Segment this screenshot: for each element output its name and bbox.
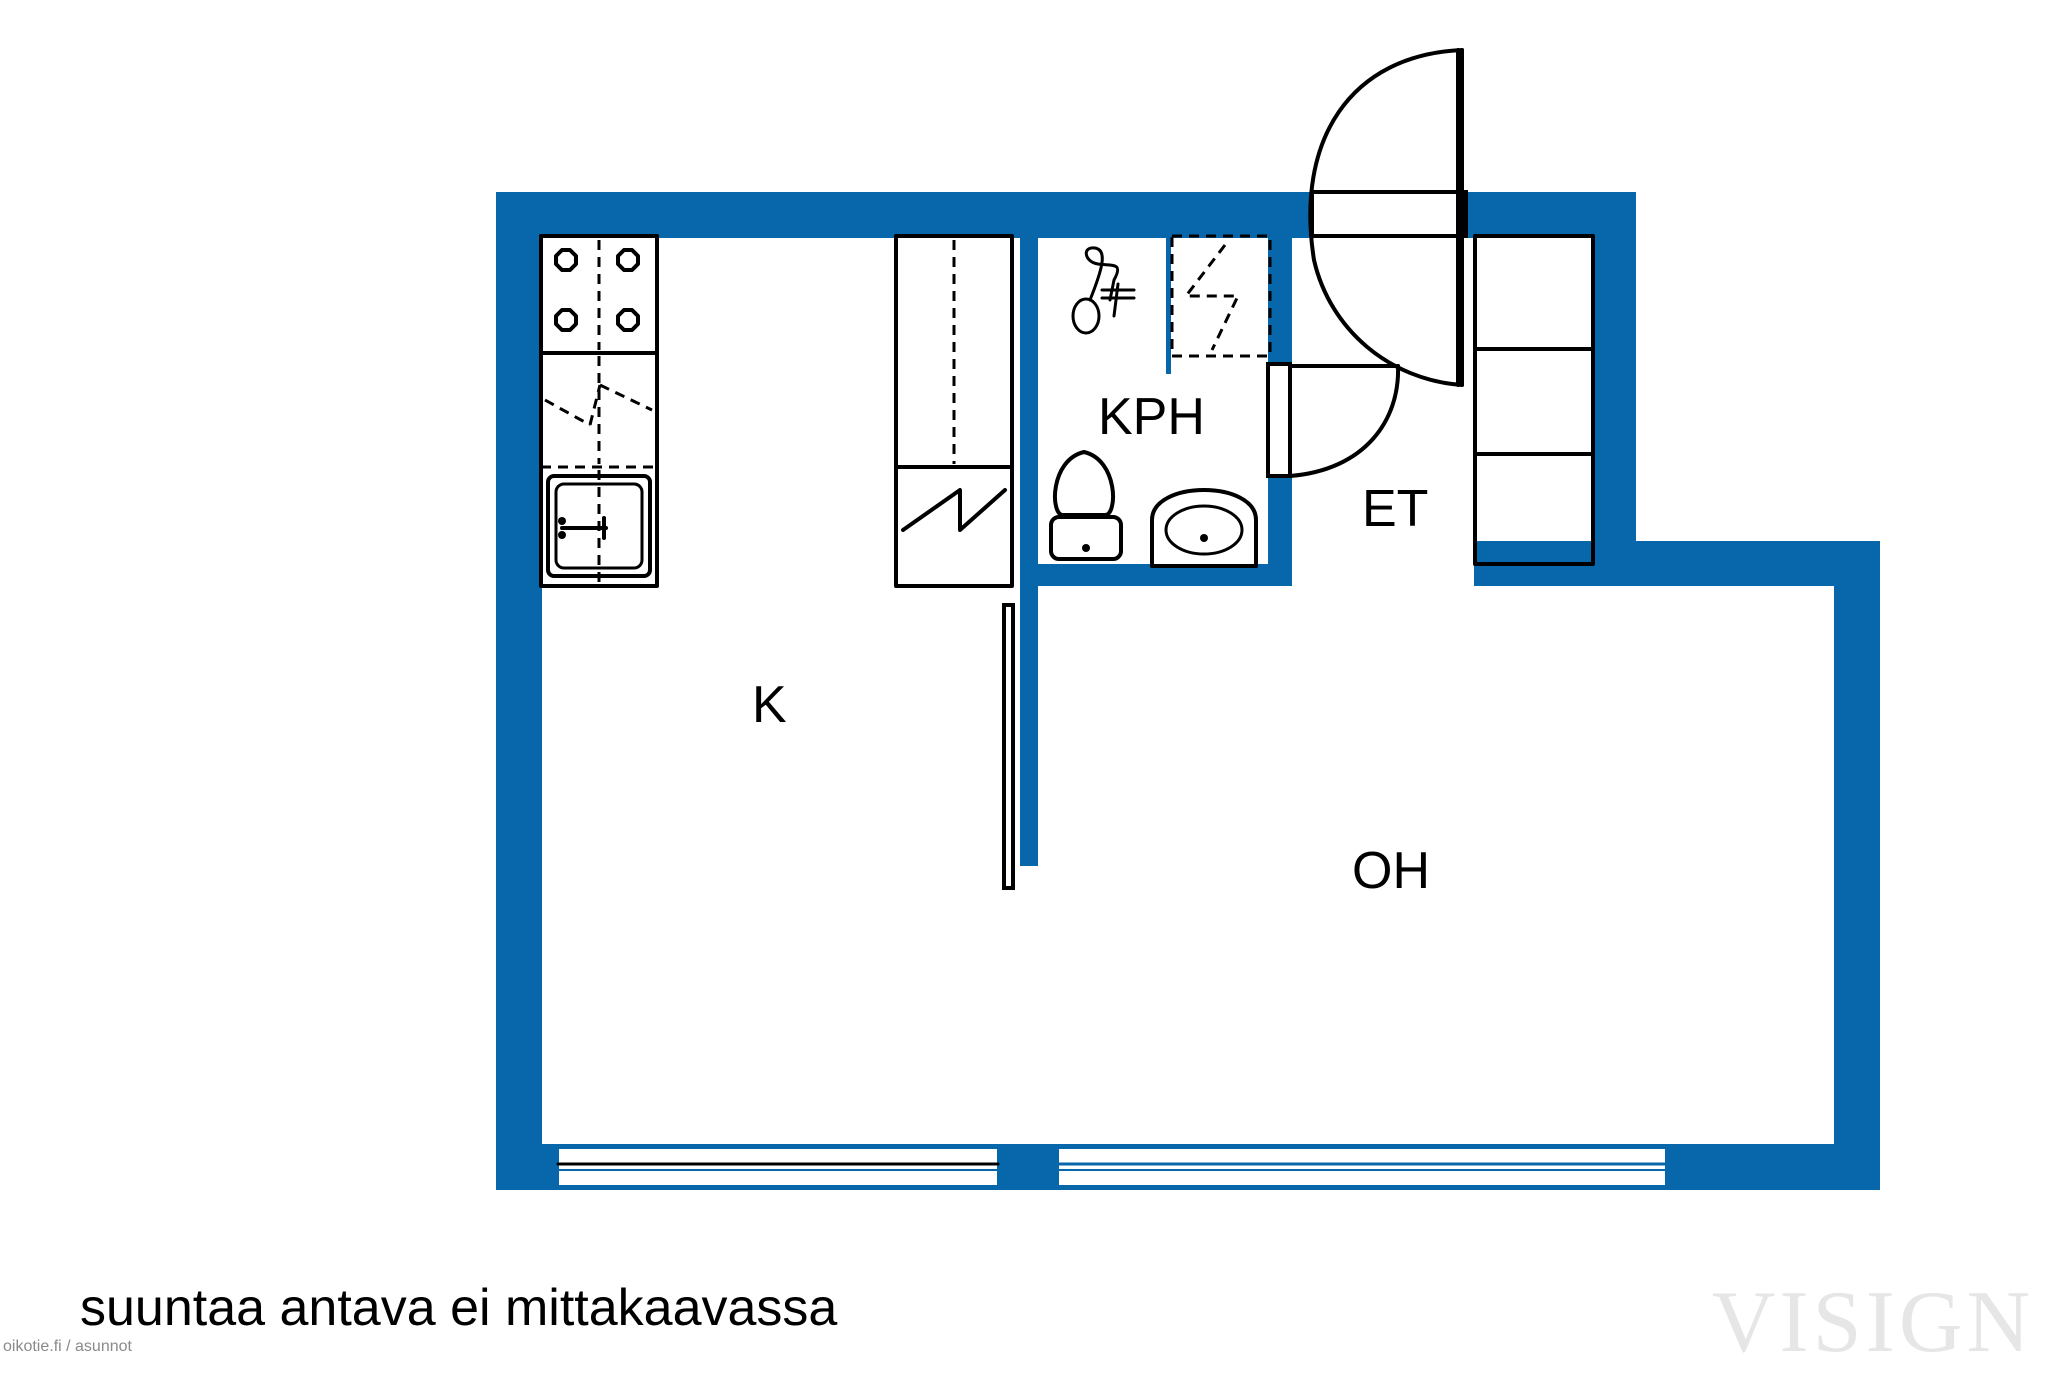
walls xyxy=(496,192,1880,1190)
fridge-icon xyxy=(901,488,1007,532)
dishwasher-icon xyxy=(541,356,657,469)
kitchen-counter xyxy=(539,234,659,588)
wall-top-left xyxy=(496,192,1314,238)
bathroom-wall-bottom xyxy=(1020,564,1292,586)
wall-right-lower xyxy=(1834,541,1880,1190)
sink-icon xyxy=(546,470,652,582)
bathroom-partition xyxy=(1166,238,1171,374)
window-living-room xyxy=(1057,1147,1667,1187)
room-label-entrance: ET xyxy=(1362,480,1428,538)
brand-watermark: VISIGN xyxy=(1711,1274,2034,1371)
bathroom-door xyxy=(1266,362,1401,478)
wardrobe xyxy=(1473,234,1595,566)
source-credit: oikotie.fi / asunnot xyxy=(3,1338,132,1355)
entrance-threshold xyxy=(1310,190,1468,238)
windows xyxy=(556,1147,1667,1187)
window-kitchen xyxy=(557,1147,999,1187)
sliding-door xyxy=(1002,603,1015,890)
scale-disclaimer: suuntaa antava ei mittakaavassa xyxy=(80,1279,838,1337)
stove-icon xyxy=(539,240,659,355)
washbasin-icon xyxy=(1150,488,1258,568)
bathroom-fixtures xyxy=(1049,234,1272,568)
entrance-door xyxy=(1308,48,1468,387)
bathroom-wall-left xyxy=(1020,238,1038,866)
room-label-living-room: OH xyxy=(1352,842,1430,900)
shower-icon xyxy=(1071,246,1136,335)
fridge-cabinet xyxy=(894,234,1014,588)
wall-right-upper xyxy=(1591,192,1636,586)
shower-area xyxy=(1170,234,1272,358)
room-label-bathroom: KPH xyxy=(1098,388,1205,446)
room-label-kitchen: K xyxy=(752,676,787,734)
toilet-icon xyxy=(1049,450,1123,561)
wall-left xyxy=(496,192,542,1190)
